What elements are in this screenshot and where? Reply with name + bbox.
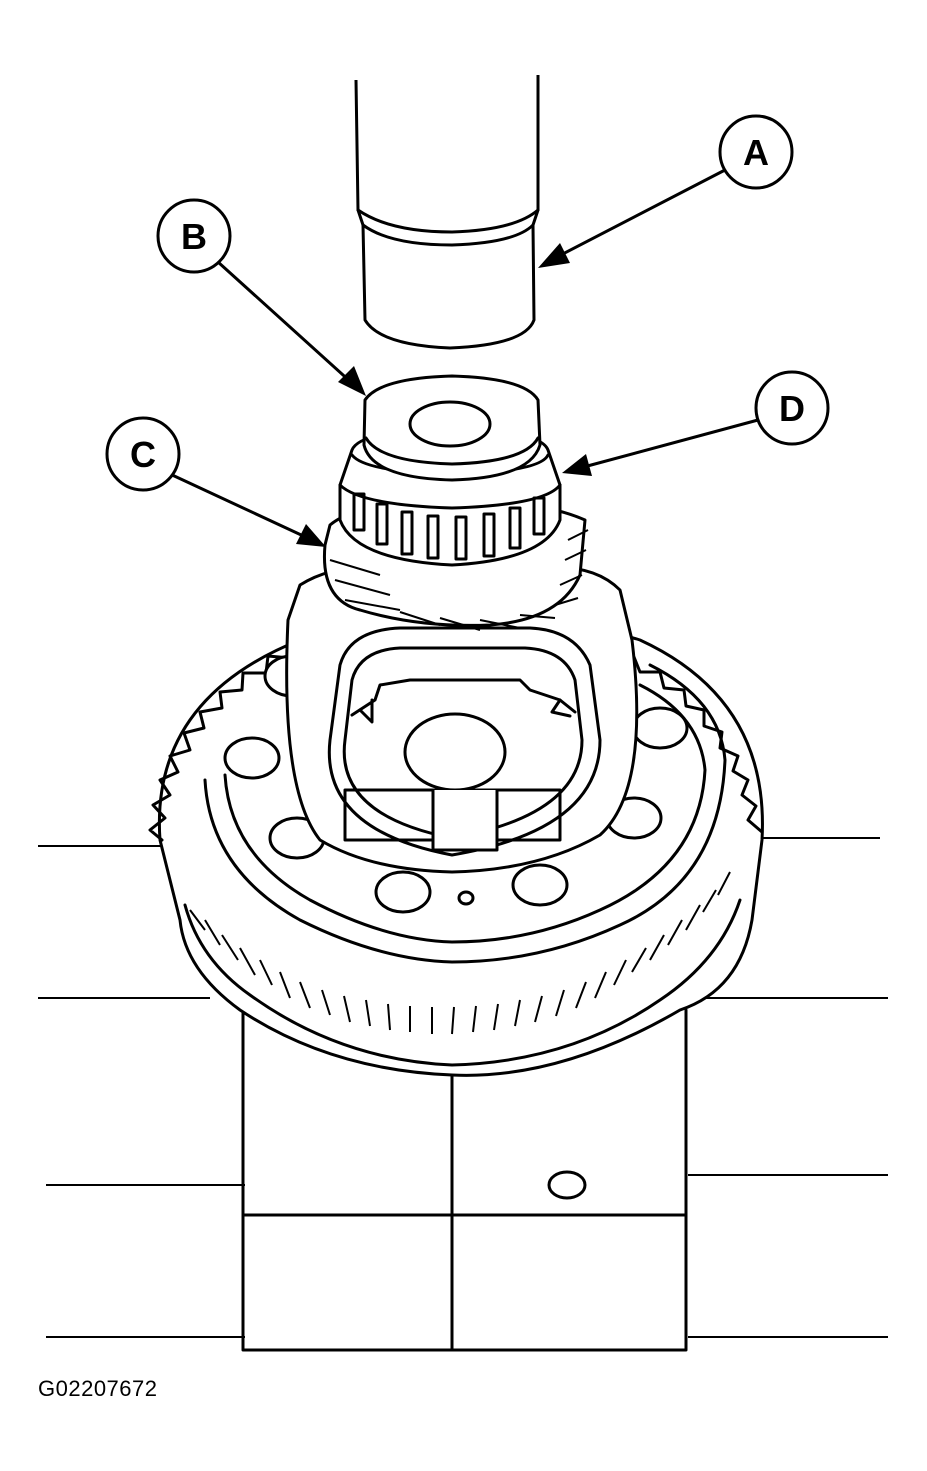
support-block (241, 1008, 688, 1352)
press-tool (354, 75, 540, 350)
press-bed-lines (38, 837, 888, 1338)
callout-D: D (754, 370, 830, 446)
differential-case (285, 565, 639, 874)
bearing-rollers (352, 492, 546, 561)
callout-A-label: A (743, 132, 769, 173)
callout-A: A (718, 114, 794, 190)
callout-B-label: B (181, 216, 207, 257)
figure-id-label: G02207672 (38, 1376, 158, 1401)
callout-D-label: D (779, 388, 805, 429)
bearing-cone-top (362, 374, 542, 482)
callout-C: C (105, 416, 181, 492)
callout-C-label: C (130, 434, 156, 475)
callout-B: B (156, 198, 232, 274)
leader-lines (168, 168, 760, 547)
helical-teeth (189, 871, 731, 1035)
